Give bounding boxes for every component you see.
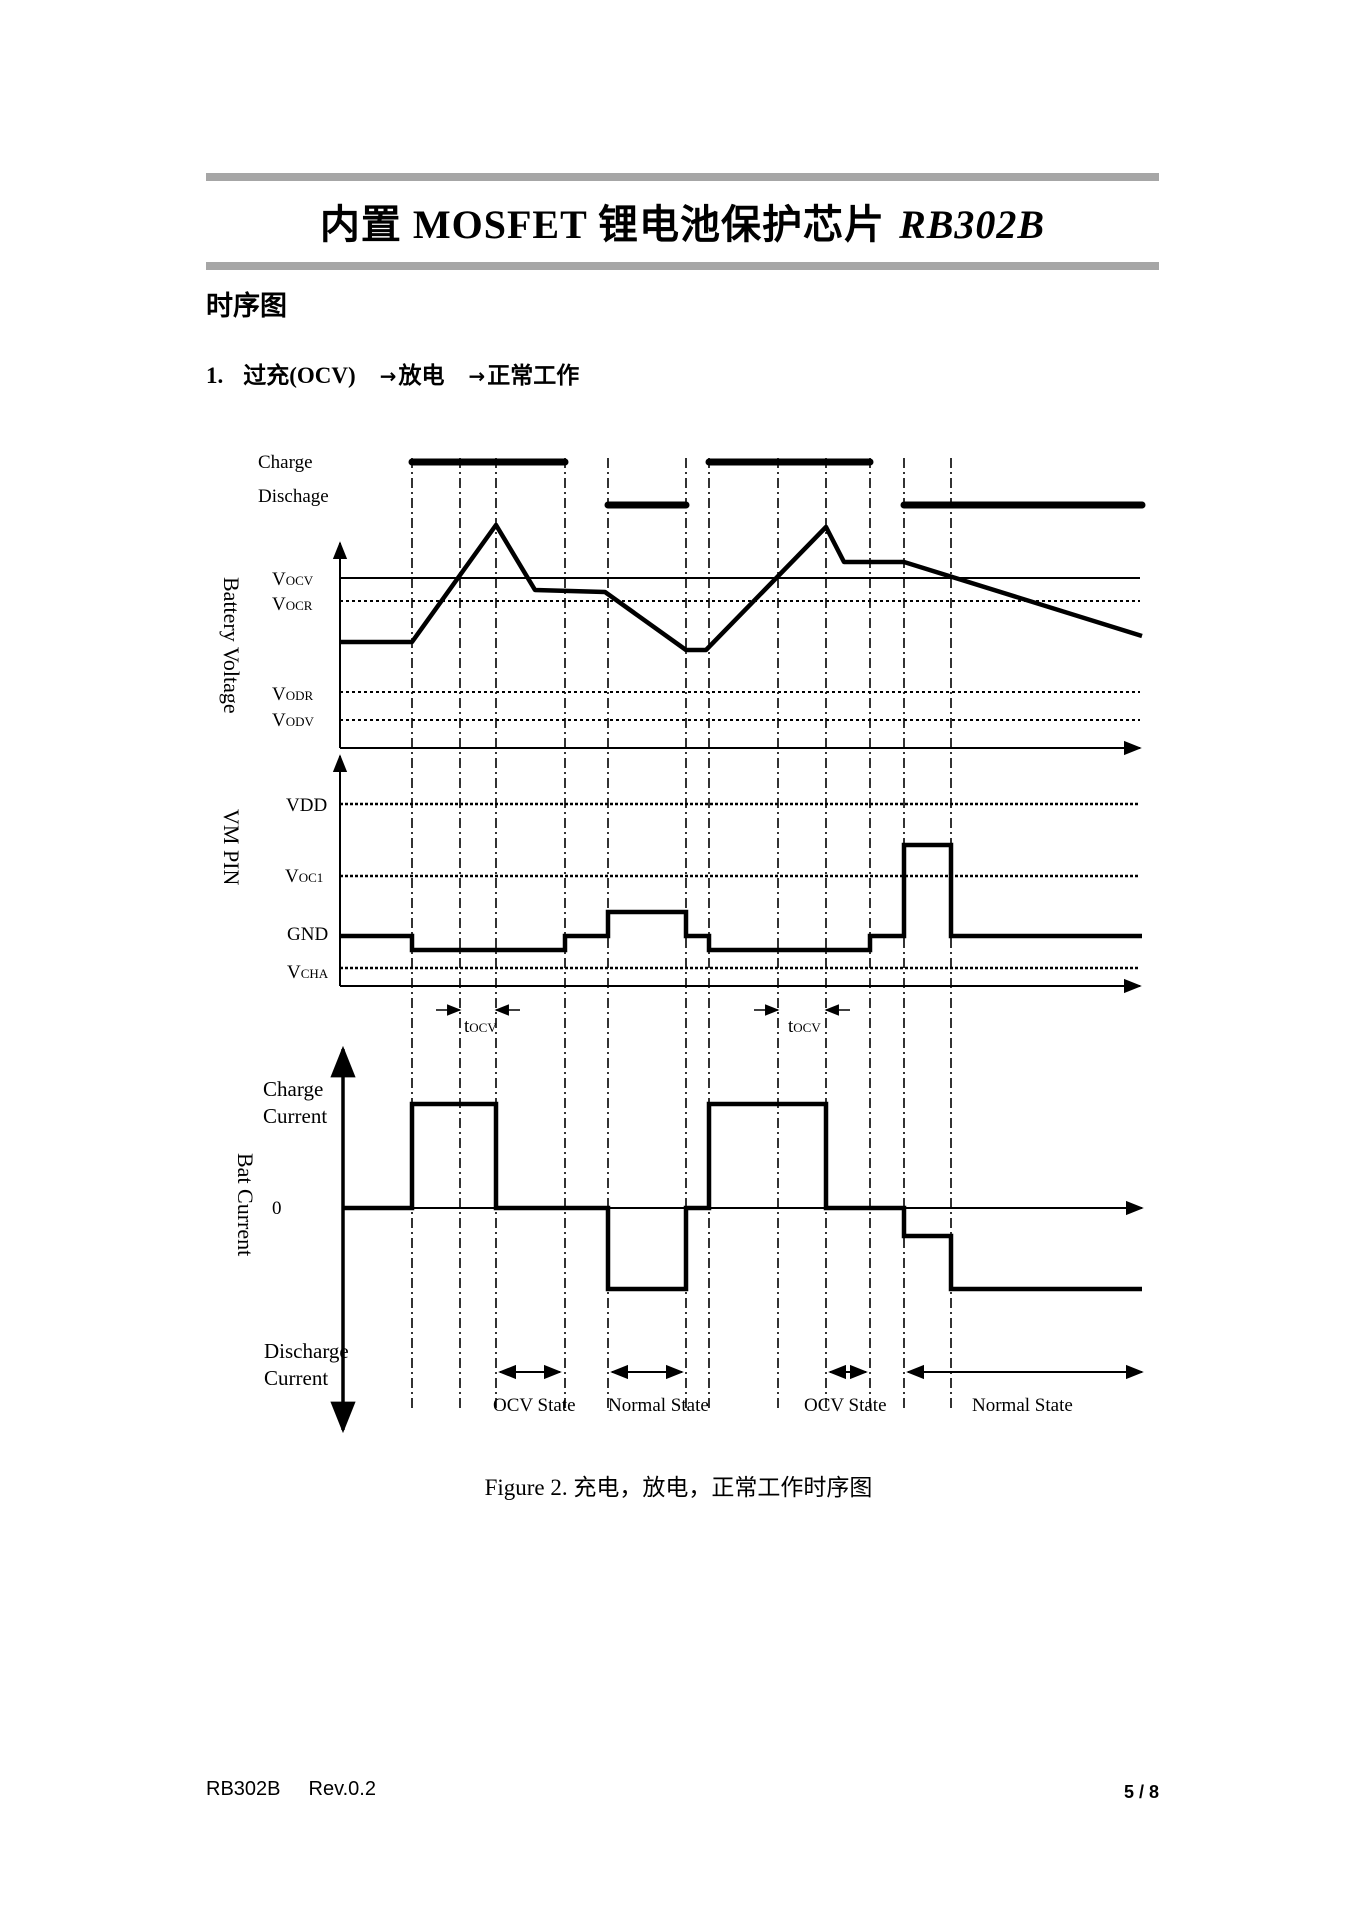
part-number: RB302B xyxy=(899,202,1046,247)
label-vodr: VODR xyxy=(272,684,314,705)
section-title: 时序图 xyxy=(206,291,287,321)
vm-levels xyxy=(340,802,1140,970)
footer-doc-info: RB302B Rev.0.2 xyxy=(206,1778,376,1801)
subheading-text1: 过充(OCV) xyxy=(243,363,356,388)
subheading-text3: 正常工作 xyxy=(487,363,580,388)
battery-voltage-trace xyxy=(340,522,1143,653)
subheading-number: 1. xyxy=(206,363,224,388)
label-charge-current-2: Current xyxy=(263,1104,327,1128)
battery-thresholds xyxy=(340,577,1140,721)
title-text: 内置 MOSFET 锂电池保护芯片 xyxy=(319,202,886,247)
label-vocr: VOCR xyxy=(272,594,313,615)
header-rule-bottom xyxy=(206,262,1159,270)
arrow-icon: → xyxy=(379,364,397,388)
page-title: 内置 MOSFET 锂电池保护芯片 RB302B xyxy=(206,192,1159,250)
bat-current-trace xyxy=(343,1101,1142,1292)
footer-doc-name: RB302B xyxy=(206,1778,281,1800)
timing-diagram: Charge Dischage Battery Voltage VOCV VOC… xyxy=(219,452,1146,1434)
label-vcha: VCHA xyxy=(287,962,329,983)
label-discharge-current-1: Discharge xyxy=(264,1339,349,1363)
label-discharge: Dischage xyxy=(258,486,329,507)
arrow-icon: → xyxy=(468,364,486,388)
label-discharge-current-2: Current xyxy=(264,1366,328,1390)
vm-pin-trace xyxy=(340,842,1142,953)
label-tocv-2: tOCV xyxy=(788,1016,821,1037)
state-label-2: Normal State xyxy=(608,1395,709,1416)
state-label-1: OCV State xyxy=(493,1395,576,1416)
label-tocv-1: tOCV xyxy=(464,1016,497,1037)
subheading: 1.过充(OCV)→放电→正常工作 xyxy=(206,356,579,390)
label-vodv: VODV xyxy=(272,710,315,731)
charge-discharge-bars xyxy=(408,458,1146,509)
label-vocv: VOCV xyxy=(272,569,314,590)
page-number: 5 / 8 xyxy=(1123,1782,1159,1802)
axis-bat-current: Bat Current xyxy=(233,1153,258,1256)
label-vdd: VDD xyxy=(286,795,327,816)
label-charge: Charge xyxy=(258,452,313,473)
axis-vm-pin: VM PIN xyxy=(219,809,244,886)
subheading-text2: 放电 xyxy=(398,363,445,388)
state-label-3: OCV State xyxy=(804,1395,887,1416)
label-charge-current-1: Charge xyxy=(263,1077,323,1101)
label-voc1: VOC1 xyxy=(285,866,323,887)
header-rule-top xyxy=(206,173,1159,181)
label-gnd: GND xyxy=(287,924,328,945)
footer-revision: Rev.0.2 xyxy=(308,1778,376,1800)
label-zero: 0 xyxy=(272,1198,282,1219)
figure-caption: Figure 2. 充电，放电，正常工作时序图 xyxy=(484,1475,873,1500)
axis-battery-voltage: Battery Voltage xyxy=(219,577,244,714)
state-label-4: Normal State xyxy=(972,1395,1073,1416)
